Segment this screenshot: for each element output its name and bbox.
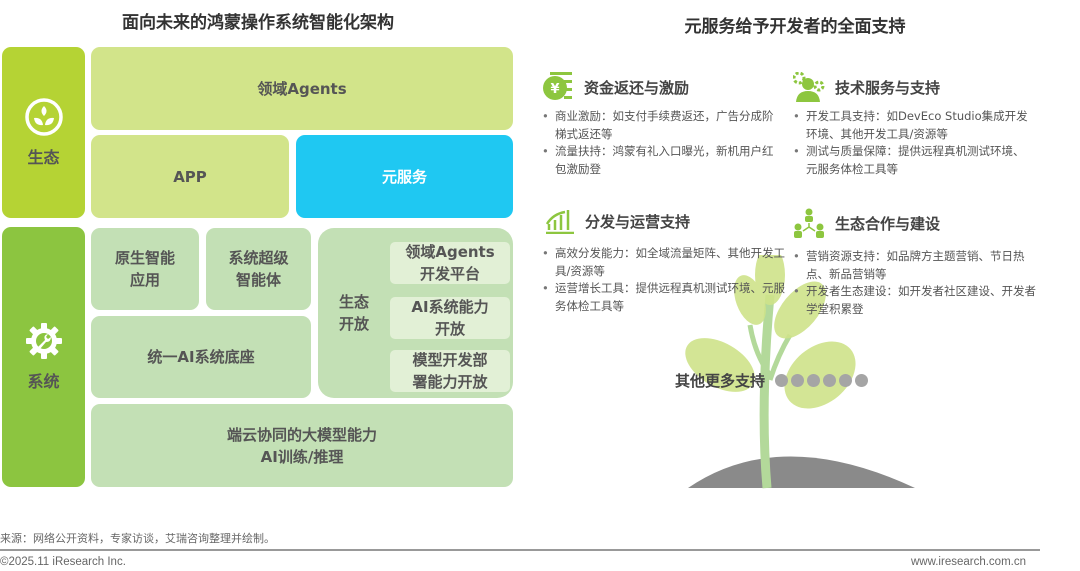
open-item-line: 署能力开放 — [412, 373, 488, 391]
domain-agents-box: 领域Agents — [91, 47, 513, 130]
list-item: 高效分发能力：如全域流量矩阵、其他开发工具/资源等 — [542, 245, 787, 280]
left-title: 面向未来的鸿蒙操作系统智能化架构 — [122, 13, 394, 33]
list-item: 营销资源支持：如品牌方主题营销、节日热点、新品营销等 — [793, 248, 1038, 283]
section-list-ecosystem: 营销资源支持：如品牌方主题营销、节日热点、新品营销等 开发者生态建设：如开发者社… — [793, 248, 1038, 318]
open-item-line: 开放 — [434, 320, 465, 338]
ellipsis-dots-icon — [775, 374, 869, 387]
section-title-text: 技术服务与支持 — [835, 78, 941, 97]
source-note: 来源：网络公开资料，专家访谈，艾瑞咨询整理并绘制。 — [0, 532, 275, 545]
system-column: 系统 — [2, 227, 85, 487]
system-label: 系统 — [27, 372, 60, 391]
copyright: ©2025.11 iResearch Inc. — [0, 556, 126, 568]
open-item-agents-platform: 领域Agents 开发平台 — [390, 242, 510, 284]
cloud-model-box: 端云协同的大模型能力 AI训练/推理 — [91, 404, 513, 487]
native-app-line1: 原生智能 — [114, 249, 175, 267]
open-item-line: 领域Agents — [405, 243, 495, 261]
ai-base-box: 统一AI系统底座 — [91, 316, 311, 398]
open-item-model-deploy: 模型开发部署能力开放 — [390, 350, 510, 392]
native-app-line2: 应用 — [129, 271, 160, 289]
yuan-coin-icon: ¥ — [543, 72, 572, 100]
super-agent-box: 系统超级智能体 — [206, 228, 311, 310]
list-item: 运营增长工具：提供远程真机测试环境、元服务体检工具等 — [542, 280, 787, 315]
section-list-distribution: 高效分发能力：如全域流量矩阵、其他开发工具/资源等 运营增长工具：提供远程真机测… — [542, 245, 787, 315]
section-title-ecosystem: 生态合作与建设 — [793, 208, 940, 238]
footer-divider — [0, 549, 1040, 551]
cloud-line1: 端云协同的大模型能力 — [226, 425, 377, 444]
open-item-ai-capability: AI系统能力开放 — [390, 297, 510, 339]
super-agent-line2: 智能体 — [235, 271, 281, 289]
open-item-line: 开发平台 — [419, 265, 480, 283]
meta-service-box: 元服务 — [296, 135, 513, 218]
gear-wrench-icon — [25, 323, 62, 359]
list-item: 开发工具支持：如DevEco Studio集成开发环境、其他开发工具/资源等 — [793, 108, 1033, 143]
native-app-box: 原生智能应用 — [91, 228, 199, 310]
super-agent-line1: 系统超级 — [228, 249, 289, 267]
eco-open-line1: 生态 — [338, 293, 369, 311]
section-title-text: 生态合作与建设 — [835, 214, 941, 233]
app-box: APP — [91, 135, 289, 218]
growth-chart-icon — [545, 210, 574, 234]
list-item: 商业激励：如支付手续费返还，广告分成阶梯式返还等 — [542, 108, 782, 143]
section-title-text: 分发与运营支持 — [585, 212, 691, 231]
eco-open-line2: 开放 — [338, 315, 369, 333]
list-item: 测试与质量保障：提供远程真机测试环境、元服务体检工具等 — [793, 143, 1033, 178]
open-item-line: AI系统能力 — [411, 298, 489, 316]
section-title-text: 资金返还与激励 — [584, 78, 690, 97]
list-item: 流量扶持：鸿蒙有礼入口曝光，新机用户红包激励登 — [542, 143, 782, 178]
section-title-funding: ¥ 资金返还与激励 — [542, 72, 689, 102]
team-network-icon — [794, 208, 824, 238]
section-list-funding: 商业激励：如支付手续费返还，广告分成阶梯式返还等 流量扶持：鸿蒙有礼入口曝光，新… — [542, 108, 782, 178]
section-title-distribution: 分发与运营支持 — [545, 208, 690, 234]
svg-text:¥: ¥ — [550, 82, 559, 97]
eco-open-label: 生态开放 — [328, 283, 380, 343]
more-support-label: 其他更多支持 — [675, 372, 766, 390]
person-gears-icon — [793, 72, 825, 102]
section-title-tech: 技术服务与支持 — [793, 72, 940, 102]
open-item-line: 模型开发部 — [412, 351, 488, 369]
eco-column: 生态 — [2, 47, 85, 218]
website-link[interactable]: www.iresearch.com.cn — [910, 556, 1026, 568]
eco-label: 生态 — [27, 147, 60, 167]
sprout-icon — [24, 97, 63, 136]
section-list-tech: 开发工具支持：如DevEco Studio集成开发环境、其他开发工具/资源等 测… — [793, 108, 1033, 178]
list-item: 开发者生态建设：如开发者社区建设、开发者学堂积累登 — [793, 283, 1038, 318]
cloud-line2: AI训练/推理 — [260, 447, 344, 466]
more-support: 其他更多支持 — [675, 370, 869, 391]
right-title: 元服务给予开发者的全面支持 — [684, 17, 906, 37]
